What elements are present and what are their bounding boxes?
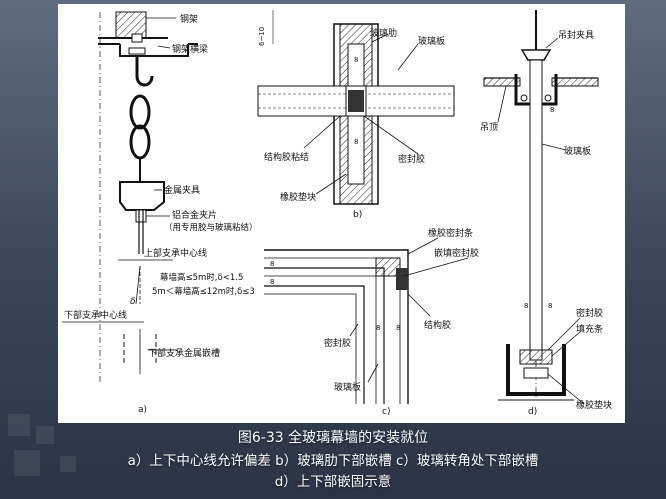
label-sealant-b: 密封胶	[398, 153, 425, 165]
figure-drawing: 钢架 钢架横梁 金属夹具 铝合金夹片 （用专用胶与玻璃粘结） 上部支承中心线 幕…	[58, 4, 625, 423]
chain-link	[129, 124, 151, 160]
label-lower-center-line: 下部支承中心线	[64, 309, 127, 321]
label-glass-plate-d: 玻璃板	[564, 145, 591, 157]
svg-text:8: 8	[548, 302, 552, 310]
label-lower-metal-groove: 下部支承金属嵌槽	[148, 347, 220, 359]
metal-clamp	[119, 181, 165, 211]
chain-link	[129, 94, 151, 130]
label-metal-clamp: 金属夹具	[164, 184, 200, 196]
label-rubber-pad-d: 橡胶垫块	[576, 399, 612, 411]
panel-c: 8 8 8 8 橡胶密封条 嵌填密封胶 结构胶 密封胶 玻璃板 c)	[264, 227, 479, 417]
panel-a-label: a)	[138, 405, 147, 415]
panel-d-label: d)	[528, 407, 537, 417]
svg-text:8: 8	[396, 324, 400, 332]
panel-b-label: b)	[353, 210, 362, 220]
rubber-pad-d	[523, 367, 549, 379]
rubber-seal-b	[348, 90, 364, 112]
label-glass-plate-c: 玻璃板	[334, 381, 361, 393]
label-tolerance-2: 5m＜幕墙高≤12m时,δ≤3	[152, 286, 255, 297]
label-ceiling: 吊顶	[480, 122, 498, 133]
figure-caption-line-2: a）上下中心线允许偏差 b）玻璃肋下部嵌槽 c）玻璃转角处下部嵌槽	[127, 453, 539, 469]
svg-text:8: 8	[354, 138, 358, 146]
installation-diagram: 钢架 钢架横梁 金属夹具 铝合金夹片 （用专用胶与玻璃粘结） 上部支承中心线 幕…	[62, 10, 612, 417]
panel-d: 8 8 8 吊封夹具 吊顶 玻璃板 密封胶 填充条 橡胶垫块 d)	[480, 10, 612, 417]
hook	[135, 56, 154, 87]
label-filled-sealant: 嵌填密封胶	[434, 247, 479, 259]
label-sealant-c: 密封胶	[324, 337, 351, 349]
figure-caption-line-3: d）上下部嵌固示意	[274, 474, 392, 490]
svg-text:8: 8	[550, 106, 554, 114]
label-aluminum-clip: 铝合金夹片	[172, 209, 217, 221]
lower-channel	[506, 344, 566, 396]
label-rubber-pad-b: 橡胶垫块	[280, 191, 316, 203]
label-rubber-seal-strip: 橡胶密封条	[428, 227, 473, 239]
corner-seal	[396, 268, 408, 290]
svg-text:8: 8	[270, 278, 274, 286]
steel-beam	[119, 44, 189, 57]
label-steel-frame: 钢架	[180, 13, 198, 25]
label-dim-6-10: 6~10	[258, 27, 266, 46]
panel-a: 钢架 钢架横梁 金属夹具 铝合金夹片 （用专用胶与玻璃粘结） 上部支承中心线 幕…	[62, 11, 258, 415]
glass-plate-d	[529, 59, 543, 361]
label-glass-rib: 玻璃肋	[370, 27, 397, 39]
label-sealant-d: 密封胶	[576, 307, 603, 319]
label-upper-center-line: 上部支承中心线	[144, 247, 207, 259]
label-tolerance-1: 幕墙高≤5m时,δ<1.5	[160, 272, 243, 283]
label-steel-beam: 钢架横梁	[172, 43, 208, 55]
svg-text:8: 8	[270, 260, 274, 268]
panel-b: 6~10 8 8 玻璃肋 玻璃板 结构胶粘结 密封胶 橡胶垫块 b)	[257, 10, 455, 220]
svg-text:8: 8	[376, 324, 380, 332]
label-structural-adhesive-bond: 结构胶粘结	[264, 151, 309, 163]
svg-text:8: 8	[354, 56, 358, 64]
label-structural-adhesive: 结构胶	[424, 319, 451, 331]
label-filler-strip: 填充条	[576, 323, 603, 335]
hanging-clamp	[520, 49, 552, 61]
svg-text:8: 8	[524, 302, 528, 310]
label-aluminum-clip-note: （用专用胶与玻璃粘结）	[164, 222, 258, 233]
label-delta: δ	[130, 297, 136, 307]
figure-title: 图6-33 全玻璃幕墙的安装就位	[237, 430, 429, 446]
label-hanging-clamp: 吊封夹具	[558, 29, 594, 41]
panel-c-label: c)	[382, 407, 390, 417]
label-glass-plate-b: 玻璃板	[418, 35, 445, 47]
background-decoration	[0, 404, 120, 499]
